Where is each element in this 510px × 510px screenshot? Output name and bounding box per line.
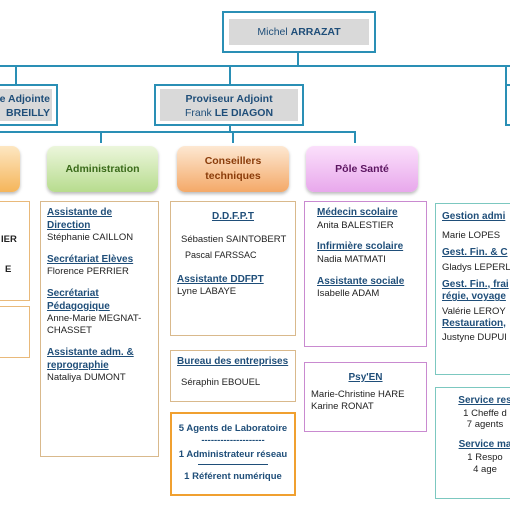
connector — [15, 65, 17, 85]
connector — [297, 52, 299, 66]
left-fragment-b: E — [5, 264, 12, 275]
connector — [0, 65, 510, 67]
service-ma-line-2: 4 age — [473, 463, 497, 475]
connector — [232, 131, 234, 143]
gestion-4-title: Restauration, — [442, 317, 506, 329]
gestion-4-name: Justyne DUPUI — [442, 332, 507, 344]
service-res-line-1: 1 Cheffe d — [463, 407, 507, 419]
admin-section-4-name: Nataliya DUMONT — [47, 372, 126, 383]
gestion-card: Gestion admi Marie LOPES Gest. Fin. & C … — [435, 203, 510, 375]
left-pill — [0, 146, 20, 192]
admin-section-4-title: Assistante adm. & reprographie — [47, 347, 134, 371]
admin-section-2-title: Secrétariat Elèves — [47, 253, 134, 265]
admin-section-2-name: Florence PERRIER — [47, 266, 129, 278]
proviseur-adjoint-box: Proviseur Adjoint Frank LE DIAGON — [154, 84, 304, 126]
ddfpt-name-2: Pascal FARSSAC — [185, 250, 257, 261]
connector — [354, 131, 356, 143]
left-card-2 — [0, 306, 30, 358]
left-card-1: IER E — [0, 201, 30, 301]
gestion-2-name: Gladys LEPERLI — [442, 261, 510, 273]
gestion-1-name: Marie LOPES — [442, 229, 501, 241]
psy-name-1: Marie-Christine HARE — [311, 388, 405, 400]
proviseur-adjoint-plate: Proviseur Adjoint Frank LE DIAGON — [160, 89, 298, 121]
connector — [229, 123, 231, 132]
pill-conseillers: Conseillers techniques — [177, 146, 289, 192]
labo-separator: -------------------- — [201, 434, 265, 446]
adjointe-title: e Adjointe — [0, 93, 50, 105]
pill-conseillers-label: Conseillers techniques — [204, 155, 262, 182]
gestion-3-title-1: Gest. Fin., frai — [442, 278, 509, 290]
adjointe-box: e Adjointe BREILLY — [0, 84, 58, 126]
proviseur-adjoint-name: Frank LE DIAGON — [160, 106, 298, 120]
left-fragment-a: IER — [1, 234, 17, 245]
service-res-line-2: 7 agents — [466, 419, 504, 431]
administration-card: Assistante de Direction Stéphanie CAILLO… — [40, 201, 159, 457]
proviseur-adjoint-first: Frank — [184, 107, 212, 119]
psy-name-2: Karine RONAT — [311, 401, 374, 413]
assistante-sociale-name: Isabelle ADAM — [317, 288, 380, 300]
pill-administration: Administration — [47, 146, 158, 192]
pill-pole-sante: Pôle Santé — [306, 146, 418, 192]
sante-card: Médecin scolaire Anita BALESTIER Infirmi… — [304, 201, 427, 347]
pill-administration-label: Administration — [65, 163, 140, 175]
labo-line-3: 1 Référent numérique — [184, 470, 282, 482]
adjointe-plate: e Adjointe BREILLY — [0, 89, 52, 121]
assistante-sociale-title: Assistante sociale — [317, 275, 405, 287]
ddfpt-title: D.D.F.P.T — [211, 211, 255, 222]
gestion-3-name: Valérie LEROY — [442, 305, 506, 317]
admin-section-1-title: Assistante de Direction — [47, 207, 113, 231]
ddfpt-name-1: Sébastien SAINTOBERT — [181, 233, 287, 245]
labo-rule — [198, 463, 268, 465]
gestion-1-title: Gestion admi — [442, 211, 506, 222]
labo-line-2: 1 Administrateur réseau — [178, 448, 288, 460]
ddfpt-assistant-name: Lyne LABAYE — [177, 286, 237, 298]
labo-line-1: 5 Agents de Laboratoire — [178, 423, 288, 434]
service-res-title: Service res — [458, 395, 510, 406]
adjointe-name: BREILLY — [6, 107, 50, 119]
director-first-name: Michel — [257, 26, 288, 38]
director-last-name: ARRAZAT — [290, 26, 341, 38]
psy-title: Psy'EN — [348, 372, 383, 383]
admin-section-3-name: Anne-Marie MEGNAT-CHASSET — [47, 313, 142, 337]
connector — [229, 65, 231, 85]
director-box: Michel ARRAZAT — [222, 11, 376, 53]
proviseur-adjoint-last: LE DIAGON — [214, 107, 274, 119]
labo-card: 5 Agents de Laboratoire ----------------… — [170, 412, 296, 496]
service-ma-line-1: 1 Respo — [467, 451, 503, 463]
bureau-title: Bureau des entreprises — [177, 356, 289, 367]
pill-pole-sante-label: Pôle Santé — [335, 163, 389, 175]
bureau-card: Bureau des entreprises Séraphin EBOUEL — [170, 350, 296, 402]
medecin-name: Anita BALESTIER — [317, 219, 394, 231]
ddfpt-assistant-title: Assistante DDFPT — [177, 273, 264, 285]
infirmiere-title: Infirmière scolaire — [317, 241, 404, 253]
connector — [505, 65, 507, 85]
admin-section-1-name: Stéphanie CAILLON — [47, 232, 134, 243]
connector — [0, 131, 355, 133]
psy-card: Psy'EN Marie-Christine HARE Karine RONAT — [304, 362, 427, 432]
infirmiere-name: Nadia MATMATI — [317, 253, 386, 265]
service-ma-title: Service ma — [458, 439, 510, 451]
gestion-2-title: Gest. Fin. & C — [442, 247, 508, 259]
medecin-title: Médecin scolaire — [317, 207, 398, 218]
admin-section-3-title: Secrétariat Pédagogique — [47, 288, 110, 312]
director-name-plate: Michel ARRAZAT — [229, 19, 369, 45]
right-top-box — [505, 84, 510, 126]
ddfpt-card: D.D.F.P.T Sébastien SAINTOBERT Pascal FA… — [170, 201, 296, 336]
gestion-3-title-2: régie, voyage — [442, 291, 506, 303]
proviseur-adjoint-title: Proviseur Adjoint — [185, 93, 273, 105]
service-card: Service res 1 Cheffe d 7 agents Service … — [435, 387, 510, 499]
connector — [100, 131, 102, 143]
bureau-name: Séraphin EBOUEL — [181, 376, 261, 388]
